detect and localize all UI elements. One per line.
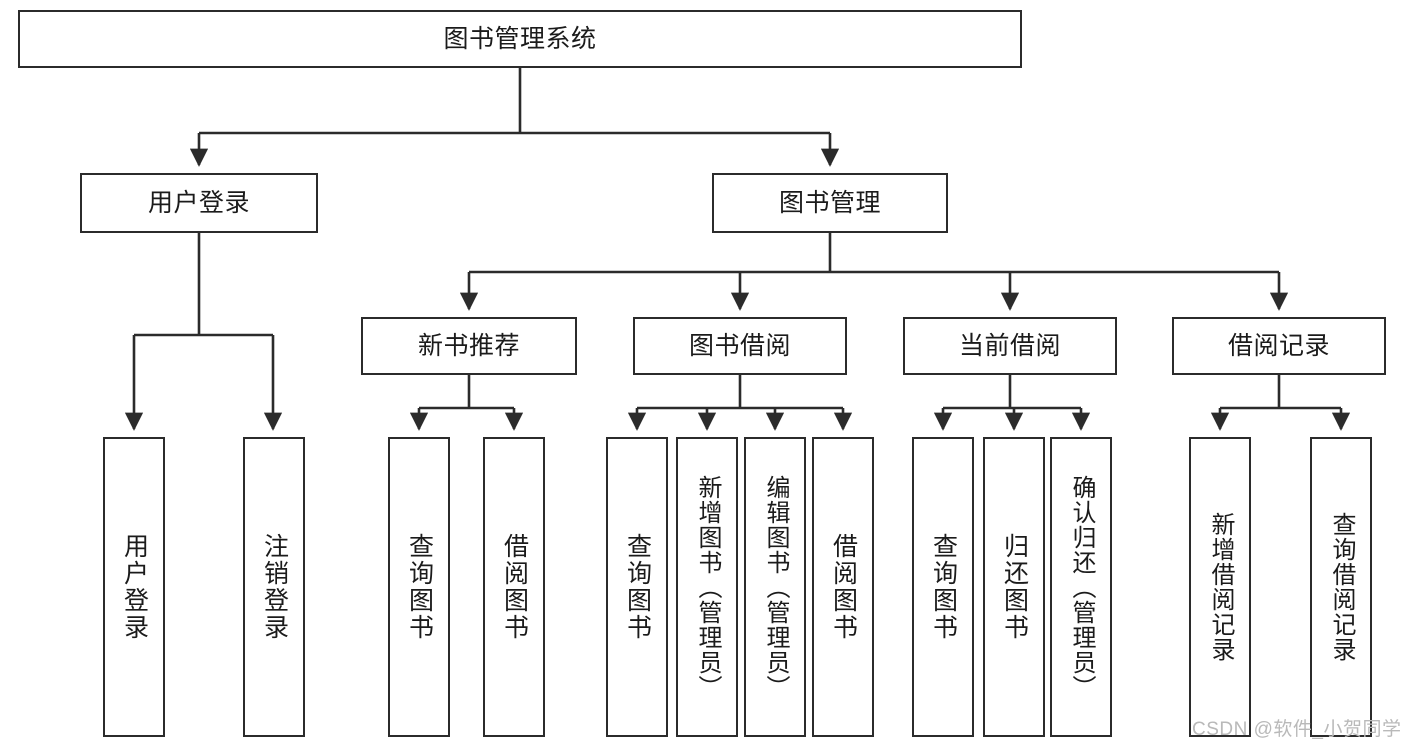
leaf-borrow-book[interactable]: 借阅图书 — [812, 437, 874, 737]
leaf-query-book-borrow[interactable]: 查询图书 — [606, 437, 668, 737]
leaf-query-book-current[interactable]: 查询图书 — [912, 437, 974, 737]
node-borrow-record[interactable]: 借阅记录 — [1172, 317, 1386, 375]
leaf-add-book-admin[interactable]: 新增图书（管理员） — [676, 437, 738, 737]
leaf-user-login[interactable]: 用户登录 — [103, 437, 165, 737]
node-book-management-label: 图书管理 — [778, 188, 881, 217]
leaf-user-login-label: 用户登录 — [120, 533, 149, 641]
node-new-book-recommend-label: 新书推荐 — [417, 331, 520, 360]
node-new-book-recommend[interactable]: 新书推荐 — [361, 317, 577, 375]
leaf-edit-book-admin-label: 编辑图书（管理员） — [762, 474, 789, 700]
leaf-query-book-borrow-label: 查询图书 — [623, 533, 652, 641]
leaf-edit-book-admin[interactable]: 编辑图书（管理员） — [744, 437, 806, 737]
leaf-add-borrow-record[interactable]: 新增借阅记录 — [1189, 437, 1251, 737]
node-root[interactable]: 图书管理系统 — [18, 10, 1022, 68]
node-user-login[interactable]: 用户登录 — [80, 173, 318, 233]
node-borrow-record-label: 借阅记录 — [1227, 331, 1330, 360]
leaf-query-borrow-record-label: 查询借阅记录 — [1328, 512, 1355, 662]
leaf-logout[interactable]: 注销登录 — [243, 437, 305, 737]
leaf-query-book-recommend-label: 查询图书 — [405, 533, 434, 641]
node-book-borrow-label: 图书借阅 — [688, 331, 791, 360]
node-current-borrow[interactable]: 当前借阅 — [903, 317, 1117, 375]
leaf-add-borrow-record-label: 新增借阅记录 — [1207, 512, 1234, 662]
node-user-login-label: 用户登录 — [147, 188, 250, 217]
node-book-management[interactable]: 图书管理 — [712, 173, 948, 233]
node-root-label: 图书管理系统 — [443, 24, 597, 53]
csdn-watermark: CSDN @软件_小贺同学 — [1192, 719, 1402, 740]
leaf-borrow-book-label: 借阅图书 — [829, 533, 858, 641]
leaf-return-book[interactable]: 归还图书 — [983, 437, 1045, 737]
leaf-borrow-book-recommend[interactable]: 借阅图书 — [483, 437, 545, 737]
leaf-confirm-return-admin[interactable]: 确认归还（管理员） — [1050, 437, 1112, 737]
leaf-borrow-book-recommend-label: 借阅图书 — [500, 533, 529, 641]
leaf-confirm-return-admin-label: 确认归还（管理员） — [1068, 474, 1095, 700]
leaf-logout-label: 注销登录 — [260, 533, 289, 641]
leaf-query-book-current-label: 查询图书 — [929, 533, 958, 641]
node-current-borrow-label: 当前借阅 — [958, 331, 1061, 360]
leaf-query-borrow-record[interactable]: 查询借阅记录 — [1310, 437, 1372, 737]
leaf-return-book-label: 归还图书 — [1000, 533, 1029, 641]
node-book-borrow[interactable]: 图书借阅 — [633, 317, 847, 375]
leaf-add-book-admin-label: 新增图书（管理员） — [694, 474, 721, 700]
leaf-query-book-recommend[interactable]: 查询图书 — [388, 437, 450, 737]
